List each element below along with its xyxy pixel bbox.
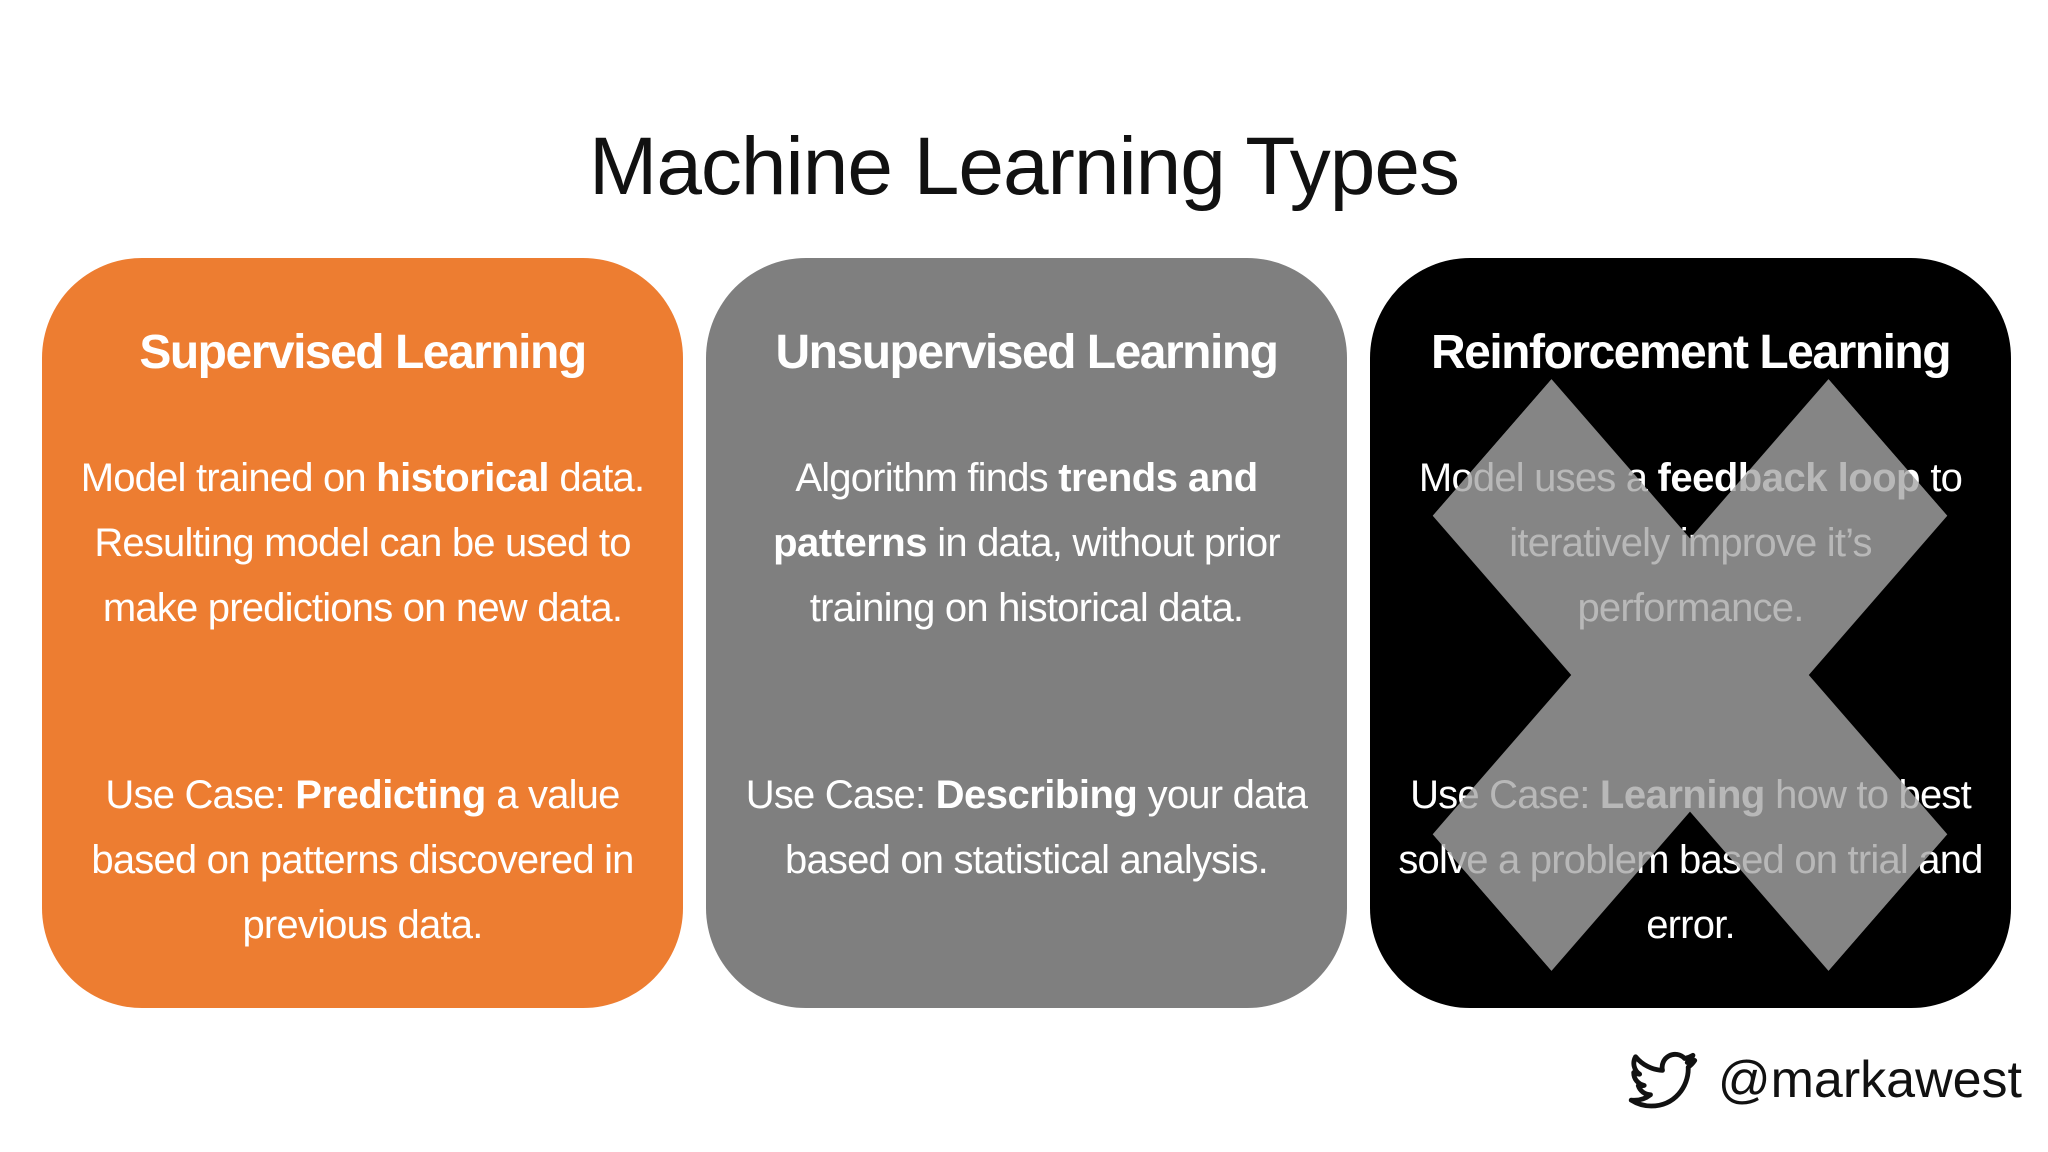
card-reinforcement-learning: Reinforcement Learning Model uses a feed… — [1370, 258, 2011, 1008]
twitter-handle: @markawest — [1717, 1051, 2022, 1109]
card-description: Algorithm finds trends and patterns in d… — [773, 456, 1281, 630]
card-supervised-learning: Supervised Learning Model trained on his… — [42, 258, 683, 1008]
page-title: Machine Learning Types — [589, 121, 1460, 212]
twitter-bird-icon — [1628, 1051, 1697, 1109]
footer-attribution: @markawest — [1624, 1046, 2022, 1114]
cards-row: Supervised Learning Model trained on his… — [42, 258, 2011, 1008]
card-use-case: Use Case: Describing your data based on … — [745, 773, 1308, 882]
card-unsupervised-learning: Unsupervised Learning Algorithm finds tr… — [706, 258, 1347, 1008]
card-heading: Unsupervised Learning — [775, 326, 1279, 379]
card-use-case: Use Case: Predicting a value based on pa… — [91, 773, 634, 947]
card-heading: Supervised Learning — [139, 326, 587, 379]
card-description: Model trained on historical data. Result… — [80, 456, 645, 630]
card-heading: Reinforcement Learning — [1430, 326, 1952, 379]
